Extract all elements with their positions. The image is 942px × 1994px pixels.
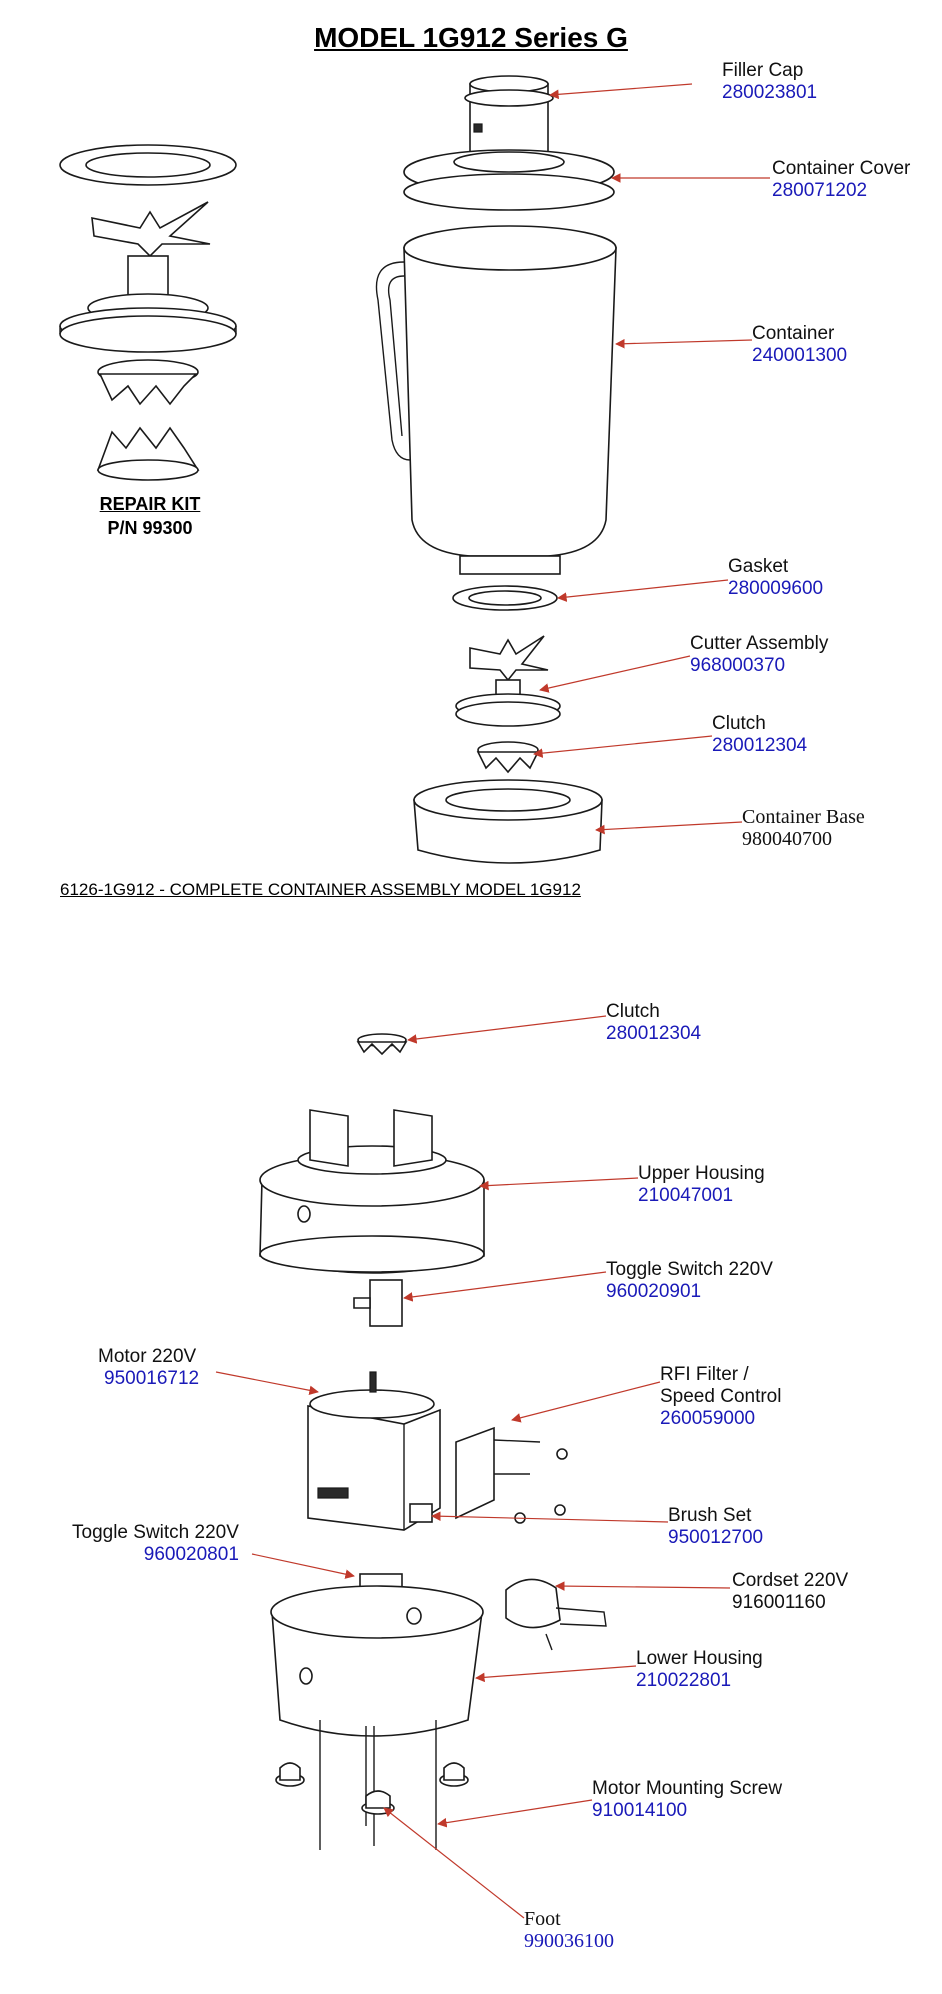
part-number: 210022801 bbox=[636, 1670, 732, 1691]
callout-rfi-filter: RFI Filter / Speed Control 260059000 bbox=[660, 1364, 781, 1430]
repair-kit-title: REPAIR KIT bbox=[99, 494, 201, 514]
part-name: Toggle Switch 220V bbox=[606, 1259, 773, 1280]
callout-clutch-motor: Clutch 280012304 bbox=[606, 1001, 701, 1045]
repair-kit-drawing bbox=[59, 144, 237, 481]
callout-brush-set: Brush Set 950012700 bbox=[668, 1505, 763, 1549]
repair-kit-part-number: P/N 99300 bbox=[107, 518, 193, 538]
part-number: 990036100 bbox=[524, 1930, 614, 1952]
leader-lines bbox=[215, 83, 770, 1919]
part-name: Toggle Switch 220V bbox=[72, 1522, 239, 1543]
part-number: 916001160 bbox=[732, 1592, 826, 1613]
callout-container: Container 240001300 bbox=[752, 323, 847, 367]
callout-upper-housing: Upper Housing 210047001 bbox=[638, 1163, 765, 1207]
callout-container-cover: Container Cover 280071202 bbox=[772, 158, 910, 202]
part-number: 280023801 bbox=[722, 82, 818, 103]
callout-cutter-assembly: Cutter Assembly 968000370 bbox=[690, 633, 828, 677]
callout-motor-mounting-screw: Motor Mounting Screw 910014100 bbox=[592, 1778, 782, 1822]
part-name: Clutch bbox=[606, 1001, 660, 1022]
part-name: Clutch bbox=[712, 713, 766, 734]
part-name: Cordset 220V bbox=[732, 1570, 849, 1591]
part-name: Container bbox=[752, 323, 835, 344]
callout-motor: Motor 220V 950016712 bbox=[98, 1346, 199, 1390]
part-name: Container Base bbox=[742, 806, 865, 828]
container-assembly-drawing bbox=[375, 75, 617, 864]
part-number: 950016712 bbox=[104, 1368, 200, 1389]
callout-toggle-switch-960020901: Toggle Switch 220V 960020901 bbox=[606, 1259, 773, 1303]
part-number: 260059000 bbox=[660, 1408, 756, 1429]
assembly-caption: 6126-1G912 - COMPLETE CONTAINER ASSEMBLY… bbox=[60, 880, 581, 899]
part-name: Foot bbox=[524, 1908, 561, 1930]
part-number: 910014100 bbox=[592, 1800, 688, 1821]
part-name: Cutter Assembly bbox=[690, 633, 829, 654]
callout-gasket: Gasket 280009600 bbox=[728, 556, 823, 600]
part-name: Filler Cap bbox=[722, 60, 804, 81]
part-name-line1: RFI Filter / bbox=[660, 1364, 749, 1385]
part-name: Brush Set bbox=[668, 1505, 752, 1526]
part-name: Gasket bbox=[728, 556, 789, 577]
part-number: 280012304 bbox=[712, 735, 808, 756]
part-name-line2: Speed Control bbox=[660, 1386, 782, 1407]
part-number: 280009600 bbox=[728, 578, 824, 599]
part-number: 950012700 bbox=[668, 1527, 764, 1548]
motor-base-assembly-drawing bbox=[259, 1033, 607, 1850]
part-name: Lower Housing bbox=[636, 1648, 763, 1669]
callout-toggle-switch-960020801: Toggle Switch 220V 960020801 bbox=[72, 1522, 239, 1566]
part-number: 280071202 bbox=[772, 180, 868, 201]
part-name: Upper Housing bbox=[638, 1163, 765, 1184]
part-number: 980040700 bbox=[742, 828, 832, 850]
callout-container-base: Container Base 980040700 bbox=[742, 806, 865, 850]
part-number: 968000370 bbox=[690, 655, 786, 676]
page-title: MODEL 1G912 Series G bbox=[314, 22, 628, 53]
part-name: Motor Mounting Screw bbox=[592, 1778, 783, 1799]
repair-kit-label: REPAIR KIT P/N 99300 bbox=[60, 492, 240, 540]
part-number: 960020901 bbox=[606, 1281, 702, 1302]
callout-filler-cap: Filler Cap 280023801 bbox=[722, 60, 817, 104]
part-name: Motor 220V bbox=[98, 1346, 197, 1367]
callout-cordset: Cordset 220V 916001160 bbox=[732, 1570, 848, 1614]
part-number: 280012304 bbox=[606, 1023, 702, 1044]
part-name: Container Cover bbox=[772, 158, 911, 179]
part-number: 240001300 bbox=[752, 345, 848, 366]
callout-foot: Foot 990036100 bbox=[524, 1908, 614, 1952]
callout-lower-housing: Lower Housing 210022801 bbox=[636, 1648, 763, 1692]
part-number: 210047001 bbox=[638, 1185, 734, 1206]
callout-clutch-container: Clutch 280012304 bbox=[712, 713, 807, 757]
part-number: 960020801 bbox=[143, 1544, 239, 1565]
